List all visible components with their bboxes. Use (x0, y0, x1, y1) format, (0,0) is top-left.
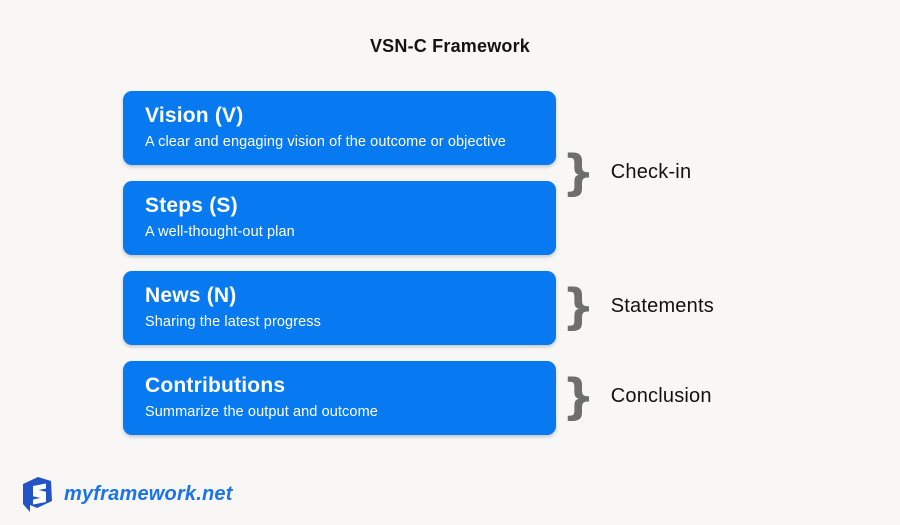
card-vision-title: Vision (V) (145, 104, 244, 127)
card-steps-subtitle: A well-thought-out plan (145, 224, 295, 241)
footer-branding: myframework.net (17, 474, 233, 514)
annotation-conclusion-label: Conclusion (610, 384, 712, 407)
card-vision: Vision (V) A clear and engaging vision o… (123, 91, 556, 165)
card-contributions-title: Contributions (145, 374, 286, 397)
card-vision-subtitle: A clear and engaging vision of the outco… (145, 134, 506, 151)
curly-brace-icon: } (562, 143, 595, 201)
card-news: News (N) Sharing the latest progress (123, 271, 556, 345)
annotation-statements: } Statements (562, 277, 714, 335)
cube-logo-icon (17, 474, 55, 514)
annotation-statements-label: Statements (610, 294, 714, 317)
card-contributions: Contributions Summarize the output and o… (123, 361, 556, 435)
curly-brace-icon: } (562, 277, 595, 335)
annotation-check-in-label: Check-in (610, 160, 692, 183)
card-news-title: News (N) (145, 284, 237, 307)
annotation-check-in: } Check-in (562, 143, 691, 201)
footer-site-text: myframework.net (64, 482, 233, 505)
annotation-conclusion: } Conclusion (562, 367, 712, 425)
card-steps-title: Steps (S) (145, 194, 238, 217)
curly-brace-icon: } (562, 367, 595, 425)
card-contributions-subtitle: Summarize the output and outcome (145, 404, 378, 421)
card-steps: Steps (S) A well-thought-out plan (123, 181, 556, 255)
page-title: VSN-C Framework (369, 36, 531, 56)
card-news-subtitle: Sharing the latest progress (145, 314, 321, 331)
